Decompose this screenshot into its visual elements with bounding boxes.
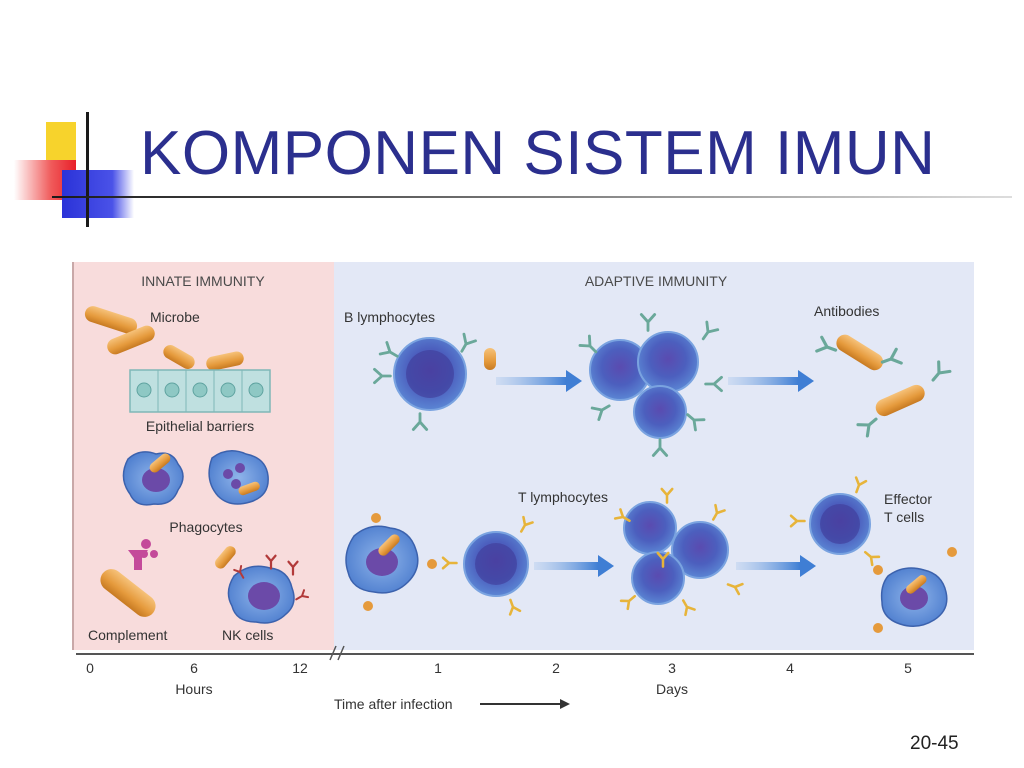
slide-number: 20-45 — [910, 733, 959, 754]
arrow-b-2-head — [798, 370, 814, 392]
microbe-group — [84, 306, 244, 371]
apc-cell — [345, 513, 437, 611]
deco-vertical-line — [86, 112, 89, 227]
label-b-lymphocytes: B lymphocytes — [344, 309, 435, 325]
axis-day-tick: 5 — [904, 660, 912, 676]
slide-title: KOMPONEN SISTEM IMUN — [140, 119, 936, 188]
axis-hours-label: Hours — [175, 681, 212, 697]
axis-break-mark — [329, 645, 345, 661]
deco-yellow-square — [46, 122, 76, 162]
axis-hour-tick: 0 — [86, 660, 94, 676]
arrow-t-1-head — [598, 555, 614, 577]
deco-horizontal-line — [52, 196, 1012, 198]
axis-time-label: Time after infection — [334, 696, 453, 712]
axis-days-label: Days — [656, 681, 688, 697]
effector-t-cells — [789, 476, 957, 633]
arrow-t-2-head — [800, 555, 816, 577]
complement-group — [100, 539, 158, 617]
axis-day-tick: 3 — [668, 660, 676, 676]
epithelial-barrier — [129, 369, 271, 413]
label-nk-cells: NK cells — [222, 627, 273, 643]
b-cell-cluster — [578, 313, 723, 457]
microbe-rod — [206, 351, 244, 371]
arrow-b-1-head — [566, 370, 582, 392]
t-cell-cluster — [613, 487, 744, 617]
phagocyte-cells — [122, 450, 269, 506]
axis-hour-tick: 12 — [292, 660, 308, 676]
immunity-timeline-figure: INNATE IMMUNITY ADAPTIVE IMMUNITY Microb… — [72, 262, 974, 712]
axis-day-tick: 2 — [552, 660, 560, 676]
label-epithelial: Epithelial barriers — [146, 418, 254, 434]
arrow-b-1 — [496, 377, 566, 385]
label-phagocytes: Phagocytes — [169, 519, 242, 535]
microbe-rod — [163, 345, 195, 369]
label-microbe: Microbe — [150, 309, 200, 325]
adaptive-header: ADAPTIVE IMMUNITY — [585, 273, 728, 289]
arrow-t-1 — [534, 562, 598, 570]
label-effector-2: T cells — [884, 509, 924, 525]
axis-hour-tick: 6 — [190, 660, 198, 676]
deco-blue-square — [62, 170, 134, 218]
label-complement: Complement — [88, 627, 167, 643]
time-arrow-head — [560, 699, 570, 709]
arrow-b-2 — [728, 377, 798, 385]
label-t-lymphocytes: T lymphocytes — [518, 489, 608, 505]
label-effector-1: Effector — [884, 491, 932, 507]
b-cell-resting — [373, 332, 496, 431]
axis-day-tick: 4 — [786, 660, 794, 676]
label-antibodies: Antibodies — [814, 303, 879, 319]
nk-cell-group — [215, 546, 310, 624]
antibodies-binding-microbes — [815, 334, 952, 438]
microbe-rod — [107, 325, 155, 355]
arrow-t-2 — [736, 562, 800, 570]
innate-header: INNATE IMMUNITY — [141, 273, 265, 289]
microbe-rod — [84, 306, 138, 334]
axis-day-tick: 1 — [434, 660, 442, 676]
t-cell-resting — [441, 515, 534, 616]
